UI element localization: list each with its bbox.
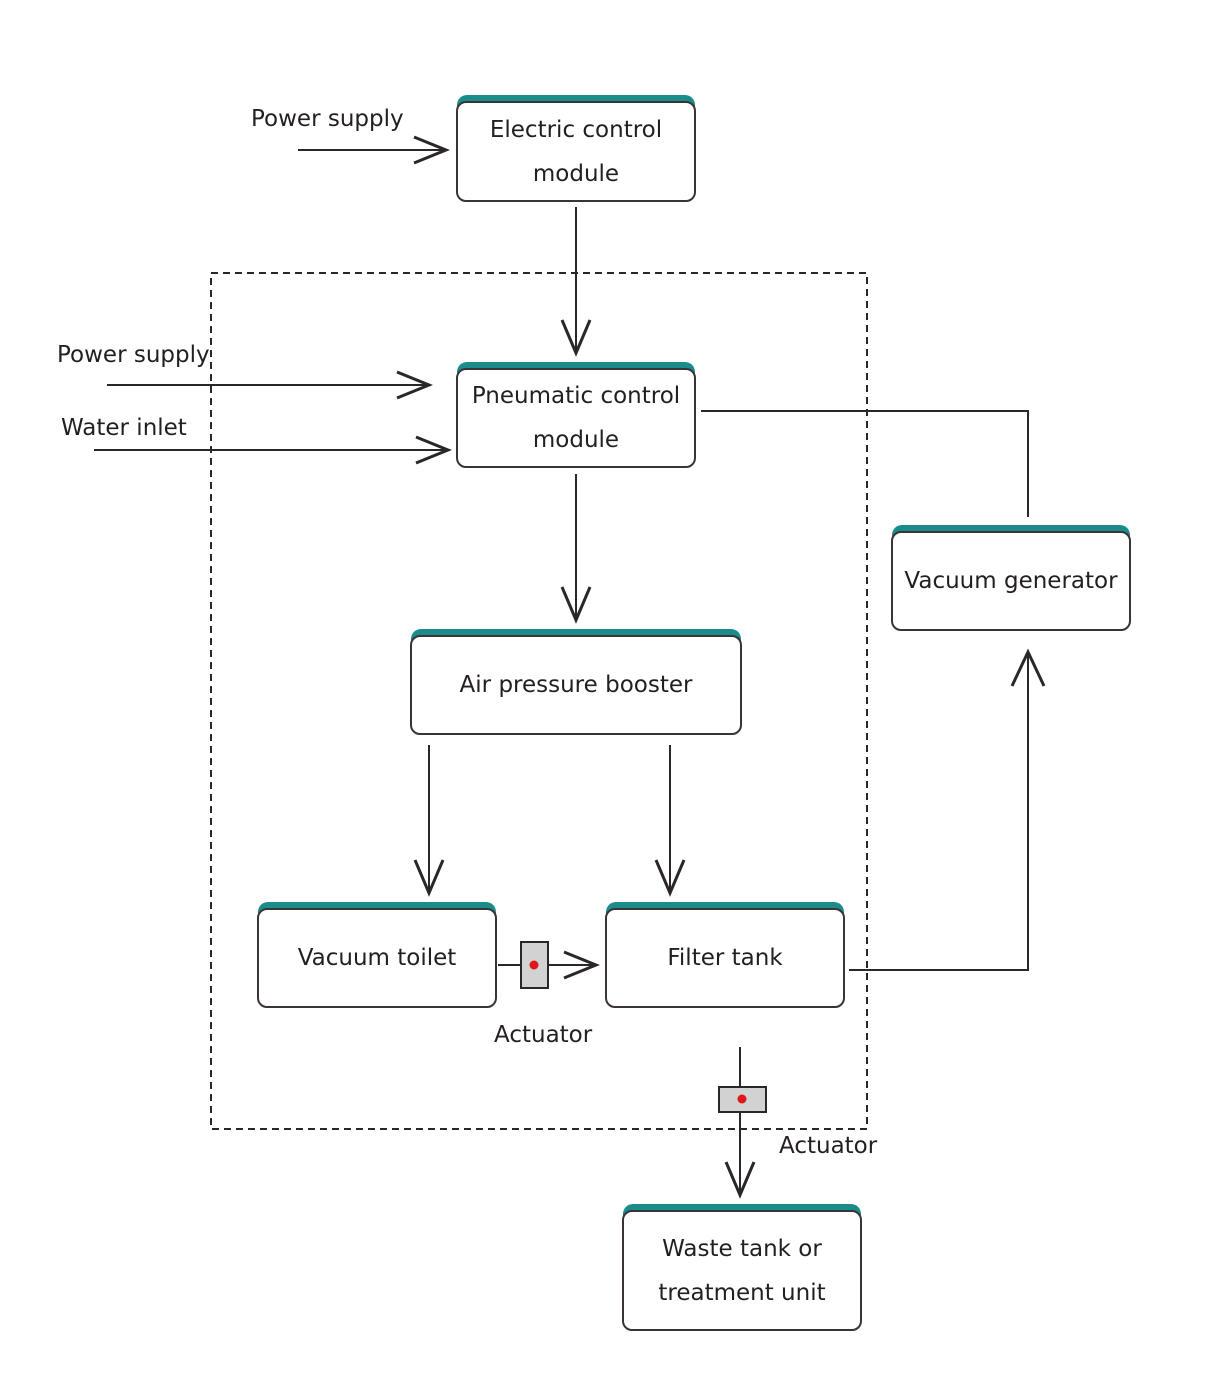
water-inlet-label: Water inlet [61, 415, 187, 441]
pneumatic-control-label-line1: Pneumatic control [471, 383, 681, 409]
arrowhead-booster-to-filter [654, 859, 686, 897]
vacuum-toilet-label: Vacuum toilet [297, 945, 457, 971]
arrowhead-booster-to-toilet [413, 859, 445, 897]
filter-tank-label: Filter tank [667, 945, 783, 971]
air-pressure-booster-box: Air pressure booster [410, 629, 742, 735]
air-pressure-booster-label: Air pressure booster [459, 672, 693, 698]
actuator-valve-2 [718, 1086, 767, 1113]
vacuum-generator-label: Vacuum generator [904, 568, 1118, 594]
pneumatic-control-label-line2: module [532, 427, 620, 453]
electric-control-label-line2: module [532, 160, 620, 187]
arrowhead-actuator-to-waste [724, 1161, 756, 1199]
actuator-label-1: Actuator [494, 1022, 593, 1048]
system-boundary [210, 272, 868, 1130]
waste-tank-box: Waste tank or treatment unit [622, 1204, 862, 1331]
pneumatic-control-module-box: Pneumatic control module [456, 362, 696, 468]
power-supply-top-label: Power supply [251, 106, 404, 132]
electric-control-label-line1: Electric control [489, 116, 663, 143]
waste-tank-label-line1: Waste tank or [662, 1235, 822, 1262]
actuator-valve-2-dot [737, 1094, 747, 1104]
arrowhead-pneumatic-to-booster [560, 586, 592, 624]
electric-control-module-box: Electric control module [456, 95, 696, 202]
filter-tank-box: Filter tank [605, 902, 845, 1008]
arrowhead-actuator-to-filter [563, 950, 600, 980]
vacuum-toilet-box: Vacuum toilet [257, 902, 497, 1008]
waste-tank-label-line2: treatment unit [658, 1279, 826, 1306]
arrowhead-power-to-pneumatic [396, 370, 433, 400]
power-supply-left-label: Power supply [57, 342, 210, 368]
arrowhead-water-to-pneumatic [415, 435, 452, 465]
arrowhead-electric-to-pneumatic [560, 319, 592, 357]
arrowhead-filter-to-vacuum-generator [1010, 648, 1046, 687]
actuator-label-2: Actuator [779, 1133, 878, 1159]
edge-pneumatic-to-vacuum-generator [701, 410, 1029, 517]
arrowhead-power-to-electric [413, 135, 450, 165]
vacuum-generator-box: Vacuum generator [891, 525, 1131, 631]
edge-filter-to-vacuum-generator [849, 655, 1029, 971]
actuator-valve-1-dot [529, 960, 539, 970]
